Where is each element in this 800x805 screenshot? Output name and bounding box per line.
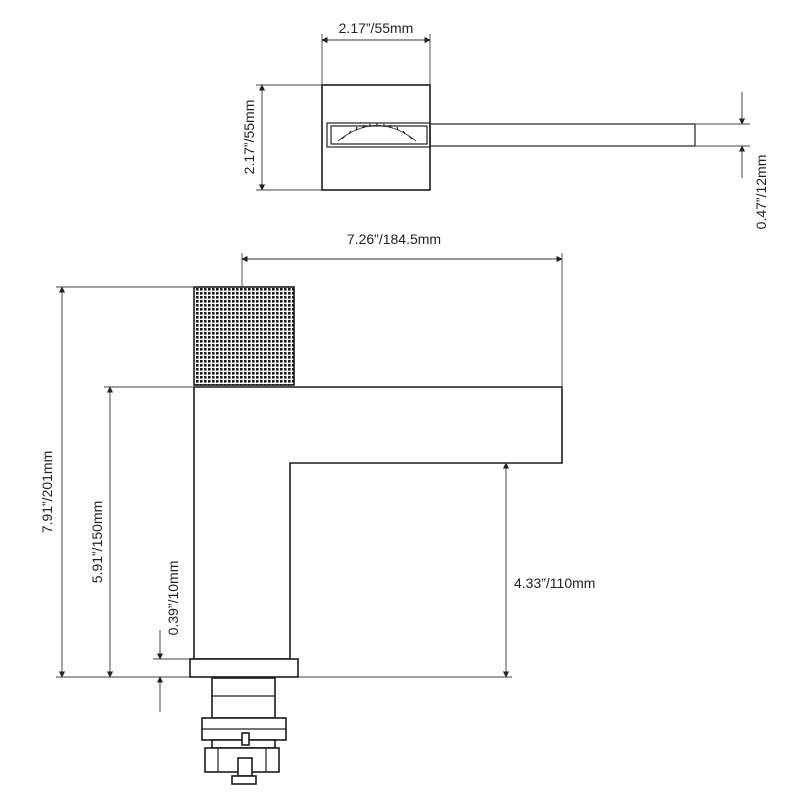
base-plate <box>189 658 299 678</box>
top-view-spout <box>429 123 696 147</box>
label-base-height: 0.39”/10mm <box>165 561 181 636</box>
mounting-shank <box>201 677 287 785</box>
knurled-handle <box>193 286 295 386</box>
top-view-scale-ticks <box>341 123 413 140</box>
label-overall-height: 7.91”/201mm <box>39 451 55 533</box>
top-view-handle-block <box>321 84 431 191</box>
top-view: 2.17”/55mm 2.17”/55mm 0.47”/12mm <box>241 20 769 229</box>
label-spout-thickness: 0.47”/12mm <box>753 155 769 230</box>
label-overall-length: 7.26”/184.5mm <box>347 231 441 247</box>
label-outlet-height: 4.33”/110mm <box>514 575 595 591</box>
label-spout-height: 5.91”/150mm <box>89 501 105 583</box>
side-view: 7.26”/184.5mm 7.91”/201mm 5.91”/150mm 0.… <box>39 231 595 785</box>
faucet-body <box>193 386 563 660</box>
label-top-width: 2.17”/55mm <box>339 20 414 36</box>
label-top-height: 2.17”/55mm <box>241 100 257 175</box>
